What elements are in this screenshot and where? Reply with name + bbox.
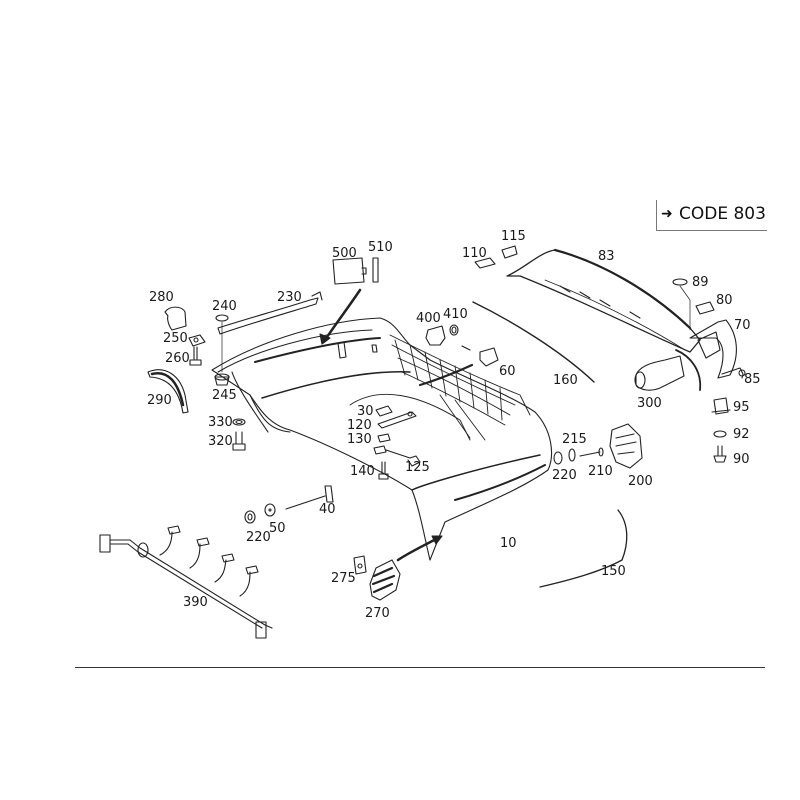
sensor-400[interactable] xyxy=(425,325,446,346)
part-label-500[interactable]: 500 xyxy=(332,246,357,261)
part-label-80[interactable]: 80 xyxy=(716,293,733,308)
part-label-400[interactable]: 400 xyxy=(416,311,441,326)
exhaust-tip-300[interactable] xyxy=(634,349,702,391)
part-label-140[interactable]: 140 xyxy=(350,464,375,479)
part-label-260[interactable]: 260 xyxy=(165,351,190,366)
part-label-200[interactable]: 200 xyxy=(628,474,653,489)
part-label-210[interactable]: 210 xyxy=(588,464,613,479)
part-label-85[interactable]: 85 xyxy=(744,372,761,387)
part-label-89[interactable]: 89 xyxy=(692,275,709,290)
part-label-160[interactable]: 160 xyxy=(553,373,578,388)
reflector-500[interactable] xyxy=(332,257,367,285)
bracket-200[interactable] xyxy=(609,423,643,469)
bracket-30[interactable] xyxy=(375,405,393,417)
bracket-510[interactable] xyxy=(372,257,379,283)
rivet-85[interactable] xyxy=(721,367,746,379)
code-box: ➜ CODE 803 xyxy=(656,200,767,231)
ring-410[interactable] xyxy=(449,324,459,336)
arrowhead-270 xyxy=(431,535,443,545)
clip-80[interactable] xyxy=(695,301,715,315)
part-label-410[interactable]: 410 xyxy=(443,307,468,322)
part-label-270[interactable]: 270 xyxy=(365,606,390,621)
part-label-215[interactable]: 215 xyxy=(562,432,587,447)
grommet-245[interactable] xyxy=(214,373,230,386)
strip-230[interactable] xyxy=(217,291,323,335)
bracket-125[interactable] xyxy=(373,445,421,467)
arch-trim-290[interactable] xyxy=(147,369,189,414)
washer-50[interactable] xyxy=(264,503,276,517)
nut-275[interactable] xyxy=(353,555,367,575)
diffuser-83[interactable] xyxy=(506,248,701,353)
arrow-60 xyxy=(418,363,474,387)
cover-270[interactable] xyxy=(369,559,401,601)
washer-92[interactable] xyxy=(713,430,727,438)
nut-220-left[interactable] xyxy=(244,510,256,524)
nut-250[interactable] xyxy=(188,334,206,347)
part-label-83[interactable]: 83 xyxy=(598,249,615,264)
screw-90[interactable] xyxy=(713,445,727,463)
part-label-30[interactable]: 30 xyxy=(357,404,374,419)
screw-140[interactable] xyxy=(378,461,389,480)
clip-110[interactable] xyxy=(474,257,496,269)
part-label-130[interactable]: 130 xyxy=(347,432,372,447)
part-label-220-right[interactable]: 220 xyxy=(552,468,577,483)
panel-70[interactable] xyxy=(689,319,737,379)
arrow-500 xyxy=(323,288,362,342)
part-label-250[interactable]: 250 xyxy=(163,331,188,346)
part-label-390[interactable]: 390 xyxy=(183,595,208,610)
part-label-290[interactable]: 290 xyxy=(147,393,172,408)
arrowhead-500 xyxy=(319,333,331,345)
part-label-150[interactable]: 150 xyxy=(601,564,626,579)
part-label-70[interactable]: 70 xyxy=(734,318,751,333)
trim-strip-150[interactable] xyxy=(539,509,628,588)
part-label-240[interactable]: 240 xyxy=(212,299,237,314)
bracket-130[interactable] xyxy=(377,433,391,443)
bottom-divider xyxy=(75,667,765,668)
part-label-230[interactable]: 230 xyxy=(277,290,302,305)
clip-115[interactable] xyxy=(501,245,518,259)
part-label-60[interactable]: 60 xyxy=(499,364,516,379)
arrow-270 xyxy=(396,536,440,562)
part-label-280[interactable]: 280 xyxy=(149,290,174,305)
part-label-245[interactable]: 245 xyxy=(212,388,237,403)
part-label-10[interactable]: 10 xyxy=(500,536,517,551)
arrow-right-icon: ➜ xyxy=(661,206,673,222)
nut-95[interactable] xyxy=(711,397,731,415)
leader-89 xyxy=(679,285,691,331)
part-label-220-left[interactable]: 220 xyxy=(246,530,271,545)
bumper-cover[interactable] xyxy=(211,317,553,561)
part-label-320[interactable]: 320 xyxy=(208,434,233,449)
part-label-50[interactable]: 50 xyxy=(269,521,286,536)
part-label-300[interactable]: 300 xyxy=(637,396,662,411)
washer-215[interactable] xyxy=(568,448,576,462)
nut-220-right[interactable] xyxy=(553,451,563,465)
badge-89[interactable] xyxy=(672,278,688,286)
part-label-110[interactable]: 110 xyxy=(462,246,487,261)
part-label-275[interactable]: 275 xyxy=(331,571,356,586)
bracket-120[interactable] xyxy=(377,411,417,429)
bolt-320[interactable] xyxy=(232,431,246,451)
wiring-harness-390[interactable] xyxy=(99,525,273,639)
part-label-40[interactable]: 40 xyxy=(319,502,336,517)
part-label-90[interactable]: 90 xyxy=(733,452,750,467)
clip-280[interactable] xyxy=(164,306,187,331)
part-label-92[interactable]: 92 xyxy=(733,427,750,442)
code-label: CODE 803 xyxy=(679,204,766,224)
part-label-120[interactable]: 120 xyxy=(347,418,372,433)
washer-240[interactable] xyxy=(215,314,229,322)
part-label-510[interactable]: 510 xyxy=(368,240,393,255)
part-label-330[interactable]: 330 xyxy=(208,415,233,430)
washer-330[interactable] xyxy=(232,418,246,426)
holder-60[interactable] xyxy=(461,345,499,367)
part-label-125[interactable]: 125 xyxy=(405,460,430,475)
screw-260[interactable] xyxy=(189,346,202,366)
part-label-115[interactable]: 115 xyxy=(501,229,526,244)
bolt-210[interactable] xyxy=(579,447,604,457)
part-label-95[interactable]: 95 xyxy=(733,400,750,415)
bolt-40[interactable] xyxy=(285,485,334,510)
trim-strip-160[interactable] xyxy=(472,301,595,383)
